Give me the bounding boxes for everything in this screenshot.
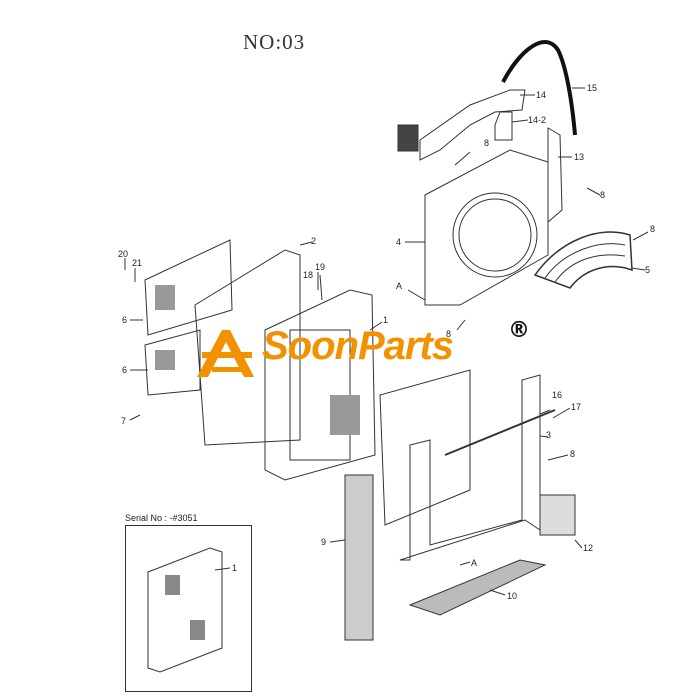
callout-13: 13: [574, 152, 584, 162]
callout-21: 21: [132, 258, 142, 268]
callout-20: 20: [118, 249, 128, 259]
hose-part: [501, 40, 577, 136]
foam-block-12-part: [539, 494, 576, 536]
callout-3: 3: [546, 430, 551, 440]
stand-frame-part: [399, 374, 541, 561]
bracket-14-2-part: [494, 111, 513, 141]
screen-lower-part: [144, 329, 201, 396]
callout-4: 4: [396, 237, 401, 247]
callout-7: 7: [121, 416, 126, 426]
page-title: NO:03: [243, 30, 306, 54]
inset-radiator-part: [147, 547, 223, 673]
callout-14: 14: [536, 90, 546, 100]
callout-18: 18: [303, 270, 313, 280]
callout-8d: 8: [446, 329, 451, 339]
side-plate-part: [547, 127, 563, 224]
callout-14-2: 14-2: [528, 115, 546, 125]
crane-logo-icon: [197, 330, 254, 377]
serial-label: Serial No : -#3051: [125, 513, 198, 523]
screen-upper-part: [144, 239, 233, 336]
callout-1-inset: 1: [232, 563, 237, 573]
callout-8e: 8: [570, 449, 575, 459]
callout-2: 2: [311, 236, 316, 246]
radiator-core-part: [264, 289, 376, 481]
shroud-bracket-part: [419, 89, 526, 161]
fan-ring-part: [452, 192, 538, 278]
watermark-text: SoonParts: [262, 324, 454, 368]
callout-6a: 6: [122, 315, 127, 325]
callout-19: 19: [315, 262, 325, 272]
radiator-frame-part: [194, 249, 301, 446]
callout-17: 17: [571, 402, 581, 412]
fan-shroud-part: [424, 149, 549, 306]
foam-strip-part: [344, 474, 374, 641]
fan-guard-part: [533, 231, 633, 289]
callout-1: 1: [383, 315, 388, 325]
callout-8b: 8: [600, 190, 605, 200]
callout-16: 16: [552, 390, 562, 400]
callout-6b: 6: [122, 365, 127, 375]
serial-inset-box: [125, 525, 252, 692]
callout-10: 10: [507, 591, 517, 601]
callout-a2: A: [471, 558, 477, 568]
callout-a1: A: [396, 281, 402, 291]
callout-15: 15: [587, 83, 597, 93]
callout-9: 9: [321, 537, 326, 547]
registered-mark: ®: [508, 318, 530, 343]
foam-block-part: [397, 124, 419, 152]
callout-12: 12: [583, 543, 593, 553]
callout-5: 5: [645, 265, 650, 275]
base-foam-part: [408, 559, 547, 616]
callout-8c: 8: [650, 224, 655, 234]
callout-8a: 8: [484, 138, 489, 148]
